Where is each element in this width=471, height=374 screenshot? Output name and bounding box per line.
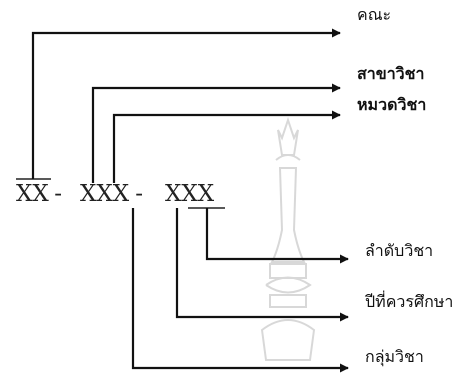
- labels: คณะ สาขาวิชา หมวดวิชา ลำดับวิชา ปีที่ควร…: [357, 5, 453, 367]
- code-separator-1: -: [47, 181, 69, 207]
- label-major: สาขาวิชา: [357, 64, 425, 83]
- course-code: XX - XXX - XXX: [16, 181, 215, 207]
- connector-sequence: [205, 208, 349, 264]
- code-seg-course: XXX: [165, 181, 215, 207]
- connector-category: [112, 110, 341, 183]
- code-seg-major: XXX: [80, 181, 130, 207]
- label-sequence: ลำดับวิชา: [365, 241, 433, 260]
- label-faculty: คณะ: [357, 5, 391, 24]
- code-seg-faculty: XX: [16, 181, 49, 207]
- code-separator-2: -: [128, 181, 150, 207]
- connector-faculty: [31, 28, 341, 179]
- watermark-pagoda: [260, 116, 316, 361]
- connectors: [31, 28, 349, 373]
- label-group: กลุ่มวิชา: [365, 347, 424, 367]
- connector-group: [131, 208, 349, 373]
- connector-year: [175, 208, 349, 322]
- label-category: หมวดวิชา: [357, 95, 426, 114]
- label-year: ปีที่ควรศึกษา: [365, 290, 454, 311]
- connector-major: [91, 83, 341, 183]
